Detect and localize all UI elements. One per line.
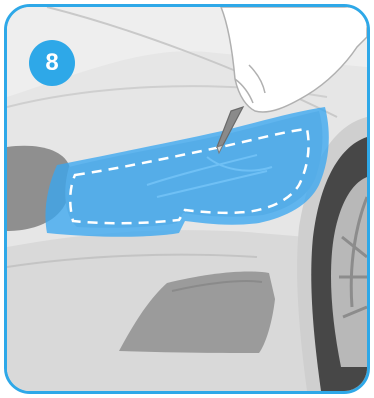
step-number-badge: 8 xyxy=(29,40,75,86)
illustration-frame: 8 xyxy=(4,4,370,394)
